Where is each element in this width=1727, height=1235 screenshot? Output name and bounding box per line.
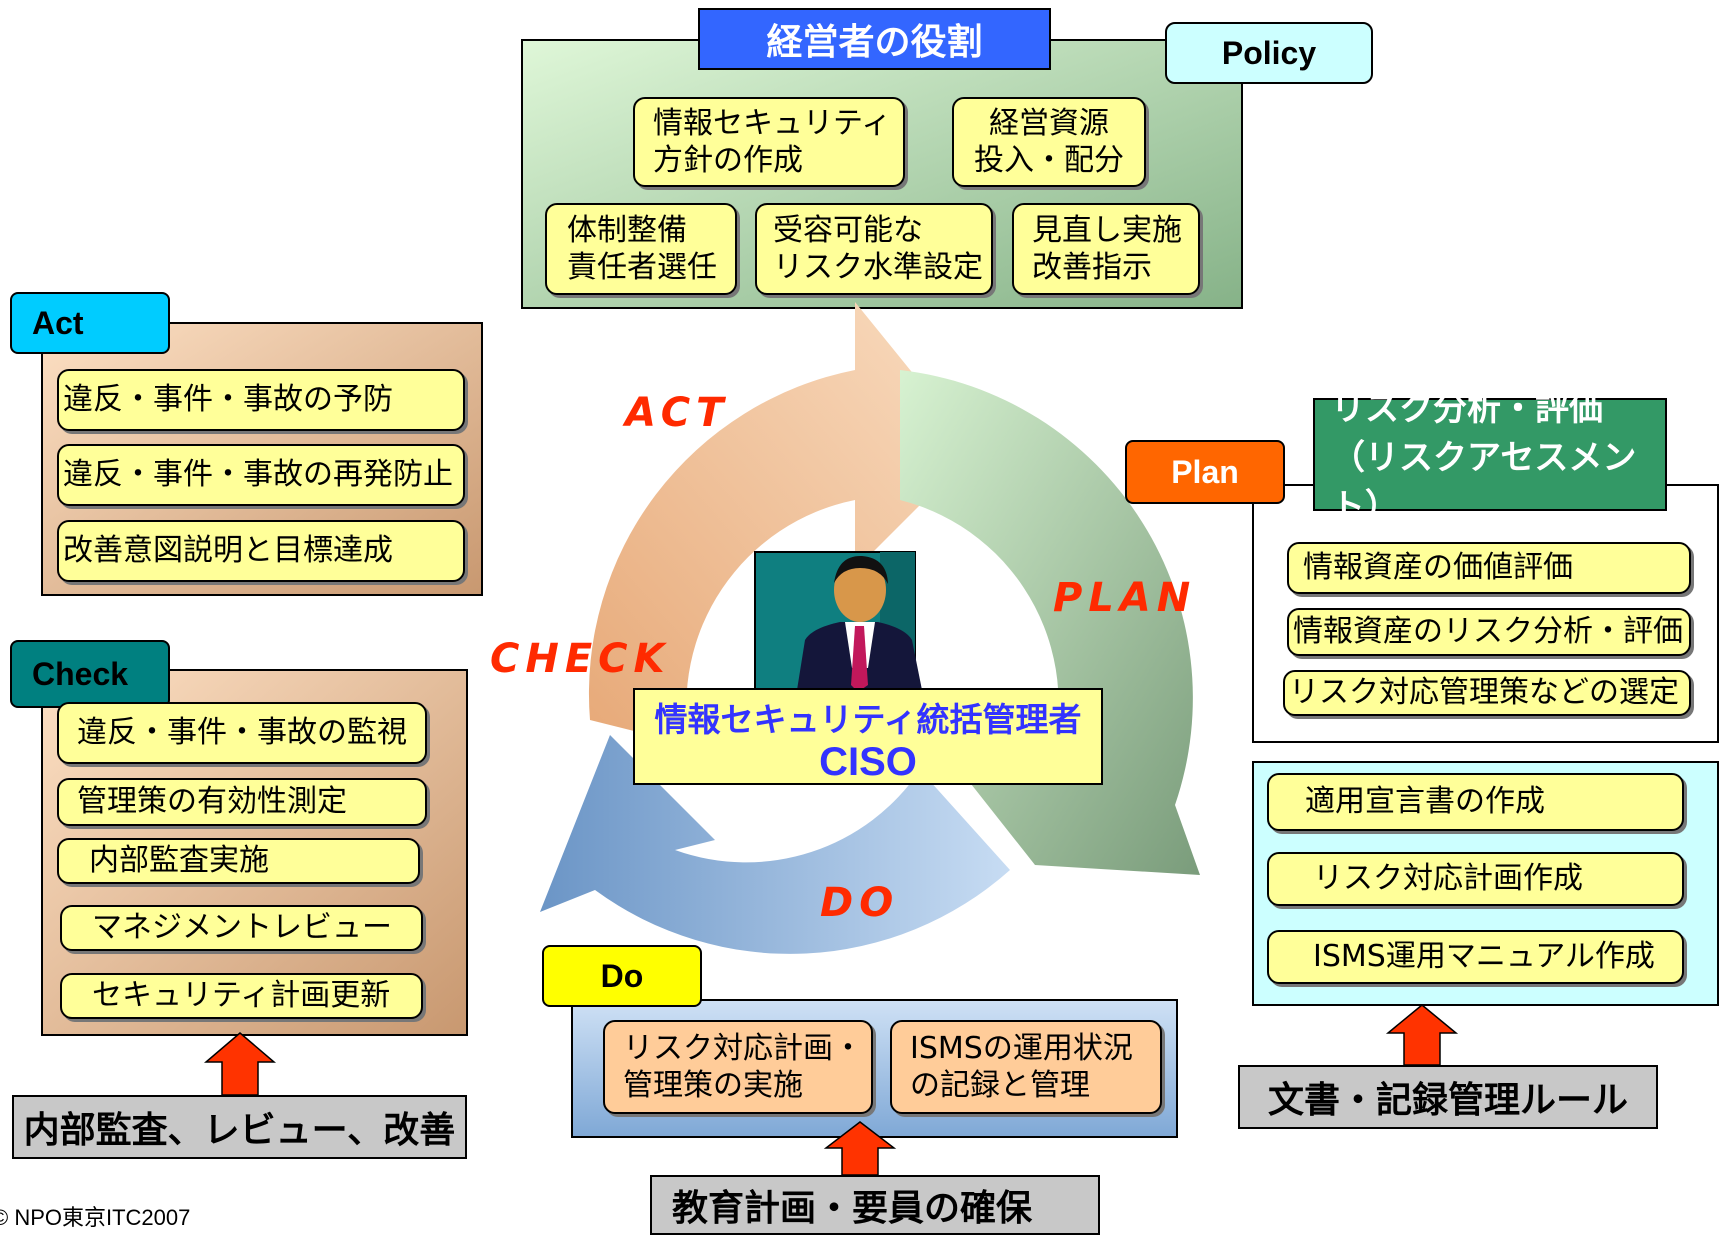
documents-footer-text: 文書・記録管理ルール [1267, 1080, 1628, 1121]
management-item-text: 情報セキュリティ 方針の作成 [653, 105, 892, 179]
act-item: 違反・事件・事故の予防 [57, 369, 465, 431]
document-item-text: リスク対応計画作成 [1313, 861, 1583, 897]
management-item: 体制整備 責任者選任 [545, 203, 737, 295]
plan-item-text: 情報資産の価値評価 [1303, 550, 1573, 586]
management-item-text: 体制整備 責任者選任 [567, 212, 717, 286]
check-item: 違反・事件・事故の監視 [57, 702, 427, 764]
act-item-text: 違反・事件・事故の再発防止 [63, 457, 453, 493]
check-footer: 内部監査、レビュー、改善 [12, 1095, 467, 1159]
act-item-text: 改善意図説明と目標達成 [63, 533, 393, 569]
phase-do: DO [820, 880, 900, 926]
act-item: 違反・事件・事故の再発防止 [57, 444, 465, 506]
management-item-text: 見直し実施 改善指示 [1032, 212, 1182, 286]
do-item-text: リスク対応計画・ 管理策の実施 [623, 1030, 863, 1104]
document-item: ISMS運用マニュアル作成 [1267, 930, 1684, 984]
management-item: 情報セキュリティ 方針の作成 [633, 97, 905, 187]
do-arrow [540, 735, 1010, 954]
management-title-text: 経営者の役割 [766, 22, 983, 63]
check-footer-text: 内部監査、レビュー、改善 [23, 1110, 456, 1151]
check-label-text: Check [32, 655, 129, 692]
check-item-text: マネジメントレビュー [92, 910, 392, 946]
document-item-text: 適用宣言書の作成 [1305, 784, 1545, 820]
businessman-illustration [754, 551, 922, 692]
act-label-text: Act [32, 304, 84, 341]
management-item: 経営資源 投入・配分 [952, 97, 1146, 187]
management-item-text: 経営資源 投入・配分 [974, 105, 1124, 179]
management-item-text: 受容可能な リスク水準設定 [773, 212, 983, 286]
risk-assessment-title-text: リスク分析・評価 （リスクアセスメント） [1331, 389, 1637, 527]
act-item-text: 違反・事件・事故の予防 [63, 382, 393, 418]
act-label: Act [10, 292, 170, 354]
document-item-text: ISMS運用マニュアル作成 [1313, 939, 1655, 975]
risk-assessment-title: リスク分析・評価 （リスクアセスメント） [1313, 389, 1667, 527]
management-item: 見直し実施 改善指示 [1012, 203, 1200, 295]
plan-arrow [900, 370, 1200, 875]
do-footer: 教育計画・要員の確保 [650, 1175, 1100, 1235]
do-footer-text: 教育計画・要員の確保 [672, 1188, 1033, 1229]
check-item-text: 違反・事件・事故の監視 [77, 715, 407, 751]
do-label: Do [542, 945, 702, 1007]
plan-item: 情報資産のリスク分析・評価 [1287, 608, 1691, 656]
check-item: 管理策の有効性測定 [57, 778, 427, 826]
copyright: © NPO東京ITC2007 [0, 1205, 191, 1230]
plan-item-text: リスク対応管理策などの選定 [1289, 675, 1679, 711]
check-label: Check [10, 640, 170, 708]
plan-label: Plan [1125, 440, 1285, 504]
do-item-text: ISMSの運用状況 の記録と管理 [910, 1030, 1133, 1104]
check-item-text: 内部監査実施 [89, 843, 269, 879]
act-arrow [588, 302, 975, 745]
documents-footer: 文書・記録管理ルール [1238, 1065, 1658, 1129]
plan-item: リスク対応管理策などの選定 [1283, 670, 1691, 716]
phase-plan: PLAN [1053, 575, 1197, 621]
check-item-text: セキュリティ計画更新 [92, 978, 391, 1014]
plan-item: 情報資産の価値評価 [1287, 542, 1691, 594]
do-item: リスク対応計画・ 管理策の実施 [603, 1020, 873, 1114]
plan-label-text: Plan [1171, 453, 1239, 490]
ciso-title: 情報セキュリティ統括管理者 [654, 700, 1082, 739]
check-item: マネジメントレビュー [60, 905, 423, 951]
management-item: 受容可能な リスク水準設定 [755, 203, 993, 295]
policy-label: Policy [1165, 22, 1373, 84]
phase-act: ACT [625, 390, 730, 436]
ciso-sub: CISO [819, 740, 917, 784]
document-item: 適用宣言書の作成 [1267, 773, 1684, 831]
do-item: ISMSの運用状況 の記録と管理 [890, 1020, 1162, 1114]
ciso-box: 情報セキュリティ統括管理者 CISO [633, 688, 1103, 785]
phase-check: CHECK [490, 636, 671, 682]
check-item-text: 管理策の有効性測定 [77, 784, 347, 820]
check-item: 内部監査実施 [57, 838, 420, 884]
up-arrow-icon [823, 1121, 897, 1176]
plan-item-text: 情報資産のリスク分析・評価 [1293, 614, 1683, 650]
management-title: 経営者の役割 [698, 8, 1051, 70]
check-item: セキュリティ計画更新 [60, 973, 423, 1019]
act-item: 改善意図説明と目標達成 [57, 520, 465, 582]
up-arrow-icon [1385, 1004, 1459, 1066]
up-arrow-icon [203, 1032, 277, 1096]
do-label-text: Do [600, 957, 644, 994]
policy-label-text: Policy [1221, 34, 1317, 71]
document-item: リスク対応計画作成 [1267, 852, 1684, 906]
